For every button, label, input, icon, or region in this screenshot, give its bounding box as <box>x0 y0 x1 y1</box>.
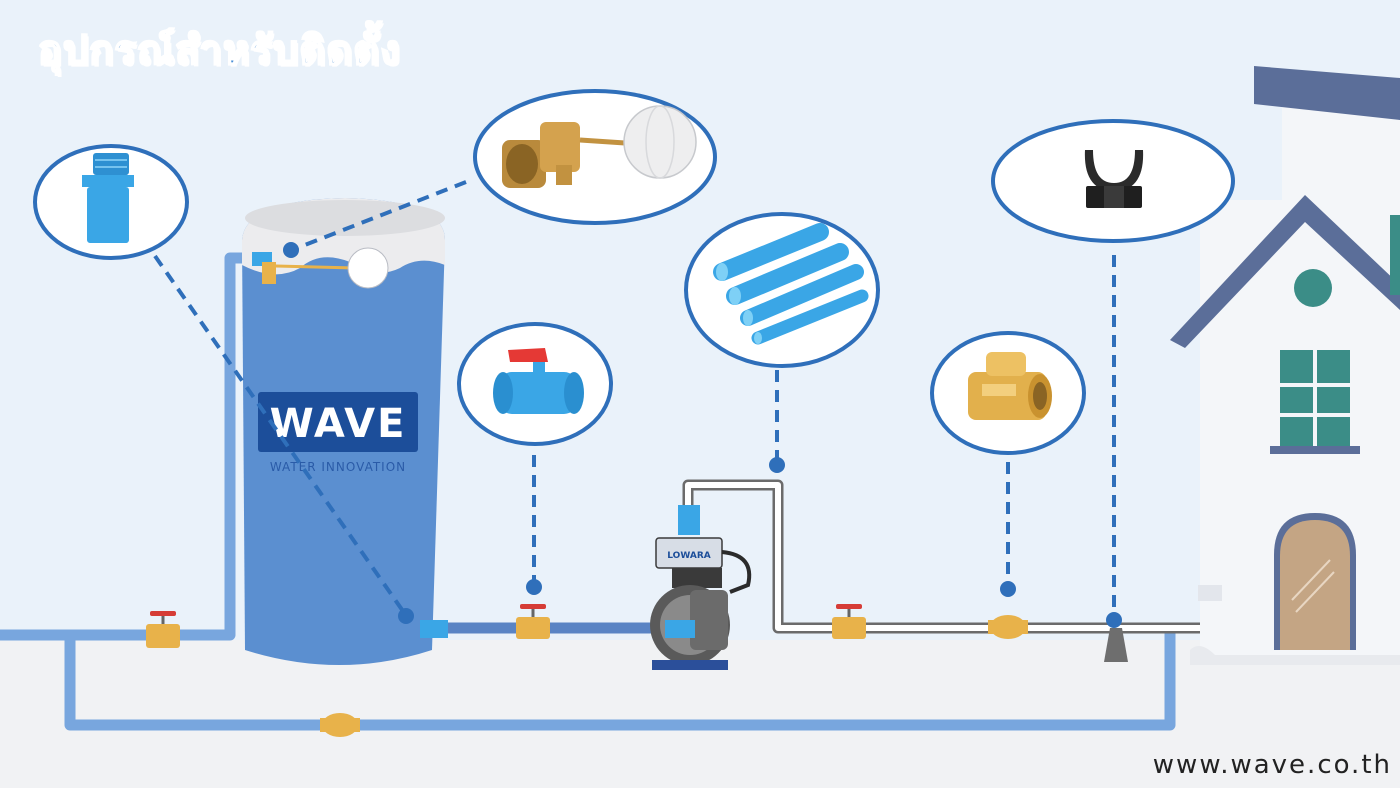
website-url[interactable]: www.wave.co.th <box>1152 750 1392 780</box>
water-tank: WAVE WATER INNOVATION <box>242 198 448 665</box>
page-title: อุปกรณ์สำหรับติดตั้ง <box>37 27 401 75</box>
tank-tagline: WATER INNOVATION <box>270 460 406 474</box>
pipe-clip-icon <box>1084 150 1144 208</box>
callout-check-valve <box>930 331 1086 455</box>
check-valve-inline <box>988 615 1028 639</box>
round-window <box>1294 269 1332 307</box>
wave-logo <box>258 392 418 452</box>
gate-valve-tank-outlet <box>516 604 550 639</box>
pipe-support <box>1104 628 1128 662</box>
callout-float-valve <box>473 89 717 225</box>
callout-pvc-pipes <box>684 212 880 368</box>
water-pump: LOWARA <box>650 505 752 670</box>
gate-valve-pump-outlet <box>832 604 866 639</box>
pvc-socket-adapter-icon <box>82 153 134 243</box>
callout-connectors <box>153 180 1116 618</box>
pvc-pipe-icon <box>713 223 869 345</box>
house <box>1170 66 1400 665</box>
callout-pipe-clip <box>991 119 1235 243</box>
ball-valve-icon <box>493 348 584 414</box>
float-valve-icon <box>502 105 697 188</box>
gate-valve-left <box>146 611 180 648</box>
pipe-network <box>0 252 1200 731</box>
callout-pvc-ball-valve <box>457 322 613 446</box>
check-valve-bypass <box>320 713 360 737</box>
tank-brand: WAVE <box>270 401 407 447</box>
pump-brand: LOWARA <box>667 551 710 561</box>
callout-pvc-adapter <box>33 144 189 260</box>
house-window <box>1270 350 1360 454</box>
house-door <box>1274 513 1356 650</box>
callout-dots <box>283 242 1122 628</box>
brass-check-valve-icon <box>968 352 1052 420</box>
